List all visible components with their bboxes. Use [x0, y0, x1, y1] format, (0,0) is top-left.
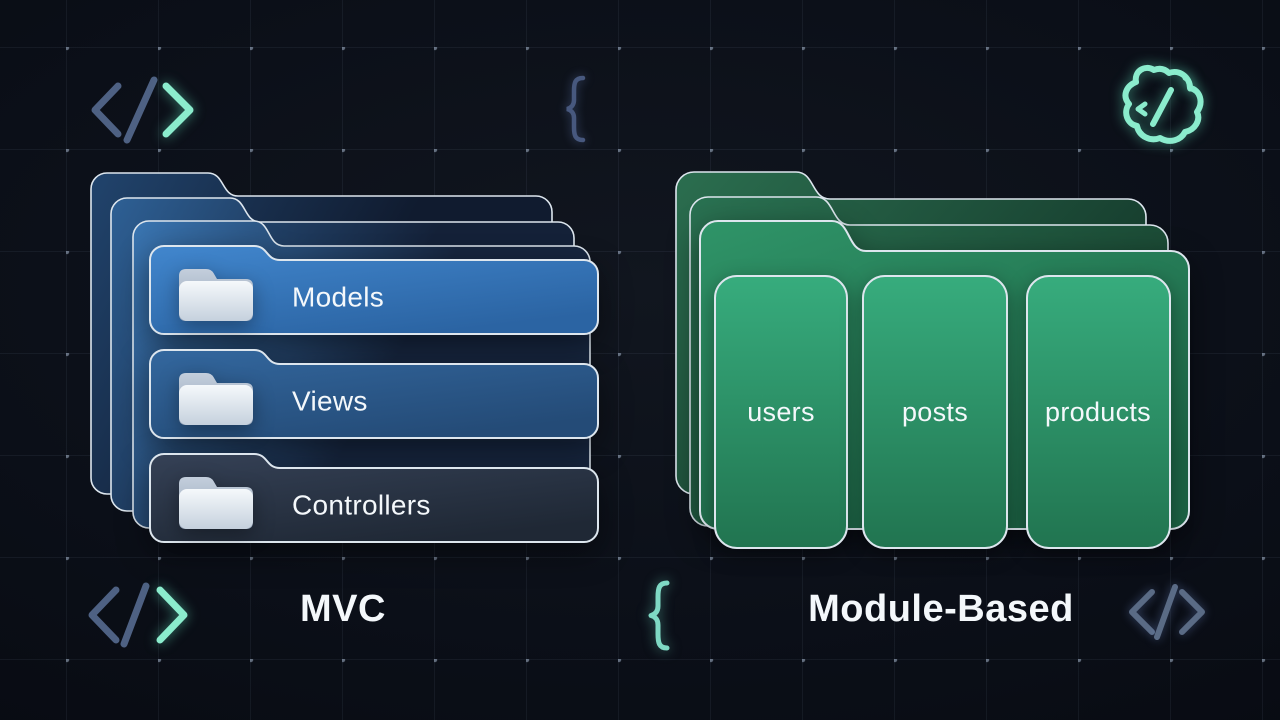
angle-close-icon [162, 82, 194, 138]
mvc-folder-stack: Models Views Controllers MVC [90, 172, 599, 630]
products-label: products [1045, 397, 1151, 427]
code-sticker-icon-top-right [1122, 64, 1204, 144]
angle-open-icon [91, 82, 122, 138]
slash-icon [1154, 584, 1178, 640]
views-label: Views [292, 386, 368, 417]
slash-icon [123, 76, 158, 144]
code-tag-icon-top-left [91, 76, 194, 144]
angle-close-icon [1179, 589, 1205, 635]
users-label: users [747, 397, 815, 427]
curly-brace-icon-top-center [566, 75, 586, 143]
mvc-title: MVC [300, 588, 386, 630]
views-folder-shape [149, 349, 599, 439]
angle-open-icon [88, 586, 120, 644]
posts-module-card [862, 275, 1008, 549]
models-label: Models [292, 282, 384, 313]
sticker-outline [1122, 64, 1204, 144]
curly-brace-icon-bottom-center [648, 580, 670, 651]
models-folder-shape [149, 245, 599, 335]
module-cards: users posts products [714, 275, 1171, 549]
products-module-card [1026, 275, 1171, 549]
sticker-angle-tick [1135, 101, 1148, 117]
controllers-label: Controllers [292, 490, 431, 521]
controllers-row: Controllers [149, 453, 599, 543]
curly-brace-glyph [566, 75, 586, 143]
users-module-card [714, 275, 848, 549]
angle-open-icon [1129, 589, 1155, 635]
controllers-folder-shape [149, 453, 599, 543]
views-row: Views [149, 349, 599, 439]
sticker-fold-mark [1182, 75, 1193, 92]
models-row: Models [149, 245, 599, 335]
module-folder-stack: users posts products Module-Based [675, 171, 1190, 630]
code-tag-icon-bottom-right [1129, 584, 1205, 640]
module-based-title: Module-Based [808, 588, 1074, 630]
curly-brace-glyph [648, 580, 670, 651]
code-tag-icon-bottom-left [88, 582, 188, 648]
posts-label: posts [902, 397, 968, 427]
angle-close-icon [156, 586, 188, 644]
slash-icon [120, 582, 150, 648]
sticker-slash [1150, 87, 1174, 127]
